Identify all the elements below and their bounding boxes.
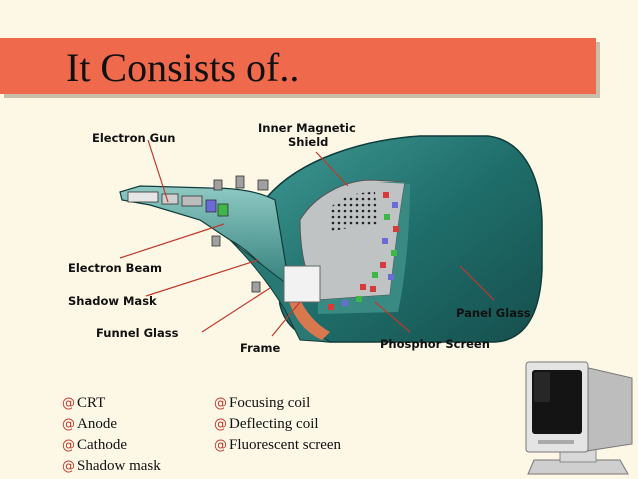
label-electron-beam: Electron Beam	[68, 261, 162, 275]
label-inner-magnetic-shield-2: Shield	[288, 135, 328, 149]
label-electron-gun: Electron Gun	[92, 131, 176, 145]
spiral-bullet-icon: @	[62, 396, 75, 411]
frame-block	[283, 265, 321, 303]
crt-monitor-image	[525, 361, 633, 475]
title-bar: It Consists of..	[0, 38, 596, 94]
bullet-list-right: @Focusing coil @Deflecting coil @Fluores…	[214, 393, 341, 456]
label-funnel-glass: Funnel Glass	[96, 326, 179, 340]
leader-lines	[119, 139, 495, 337]
label-inner-magnetic-shield-1: Inner Magnetic	[258, 121, 356, 135]
spiral-bullet-icon: @	[214, 438, 227, 453]
list-item: @Fluorescent screen	[214, 435, 341, 456]
shadow-mask-shape	[330, 192, 378, 232]
spiral-bullet-icon: @	[214, 396, 227, 411]
label-phosphor-screen: Phosphor Screen	[380, 337, 490, 351]
electron-gun-shape	[127, 191, 229, 217]
bullet-list-left: @CRT @Anode @Cathode @Shadow mask	[62, 393, 161, 477]
list-item: @CRT	[62, 393, 161, 414]
slide-title: It Consists of..	[66, 45, 300, 90]
spiral-bullet-icon: @	[62, 459, 75, 474]
list-item: @Shadow mask	[62, 456, 161, 477]
list-item: @Cathode	[62, 435, 161, 456]
list-item: @Anode	[62, 414, 161, 435]
list-item: @Focusing coil	[214, 393, 341, 414]
spiral-bullet-icon: @	[214, 417, 227, 432]
spiral-bullet-icon: @	[62, 417, 75, 432]
spiral-bullet-icon: @	[62, 438, 75, 453]
phosphor-screen-shape	[318, 182, 410, 314]
label-frame: Frame	[240, 341, 281, 355]
label-panel-glass: Panel Glass	[456, 306, 531, 320]
crt-diagram: Electron Gun Inner Magnetic Shield Elect…	[68, 121, 543, 355]
label-shadow-mask: Shadow Mask	[68, 294, 157, 308]
list-item: @Deflecting coil	[214, 414, 341, 435]
phosphor-dots	[328, 192, 399, 310]
